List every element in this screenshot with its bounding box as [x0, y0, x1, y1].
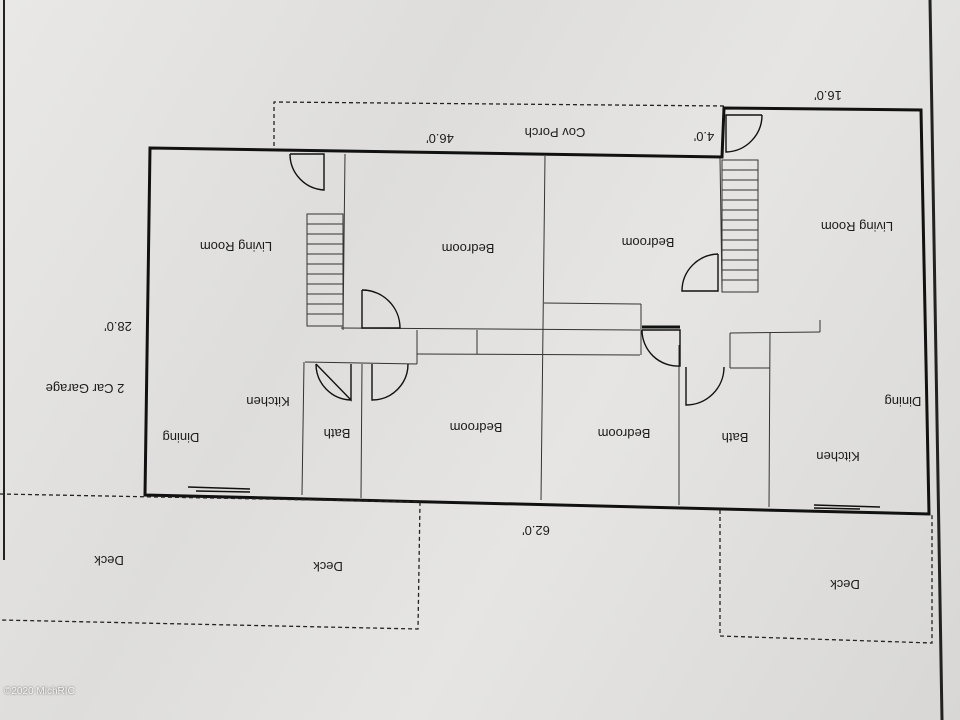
label-bedroom-bottom-right: Bedroom: [598, 426, 651, 441]
outer-walls: [143, 106, 931, 516]
dim-depth-left: 28.0': [104, 319, 132, 334]
dim-top-right: 16.0': [814, 88, 842, 103]
dim-width-bottom: 62.0': [522, 523, 550, 538]
label-kitchen-left: Kitchen: [246, 394, 289, 409]
door-swings: [289, 114, 763, 406]
stairs-right: [721, 159, 759, 293]
porch-outline: [273, 101, 726, 146]
label-living-left: Living Room: [200, 239, 272, 254]
label-kitchen-right: Kitchen: [816, 449, 859, 464]
dim-porch-depth: 4.0': [694, 129, 715, 144]
dim-porch-length: 46.0': [426, 131, 454, 146]
label-deck-left-outer: Deck: [94, 553, 124, 568]
label-living-right: Living Room: [821, 219, 893, 234]
label-dining-right: Dining: [885, 394, 922, 409]
deck-left-outline: [0, 493, 421, 630]
copyright-watermark: ©2020 MichRIC: [4, 686, 75, 697]
paper-edge-right: [928, 0, 944, 720]
label-bath-right: Bath: [722, 430, 749, 445]
label-garage: 2 Car Garage: [46, 381, 125, 396]
label-deck-right: Deck: [830, 577, 860, 592]
interior-walls: [301, 153, 821, 508]
label-bedroom-bottom-left: Bedroom: [450, 420, 503, 435]
label-bedroom-top-right: Bedroom: [622, 235, 675, 250]
label-bath-left: Bath: [324, 426, 351, 441]
window-marks: [187, 486, 881, 510]
label-bedroom-top-left: Bedroom: [442, 241, 495, 256]
label-deck-left-inner: Deck: [313, 559, 343, 574]
stairs-left: [306, 213, 344, 327]
label-porch: Cov Porch: [525, 125, 586, 140]
deck-right-outline: [719, 510, 933, 644]
label-dining-left: Dining: [163, 430, 200, 445]
